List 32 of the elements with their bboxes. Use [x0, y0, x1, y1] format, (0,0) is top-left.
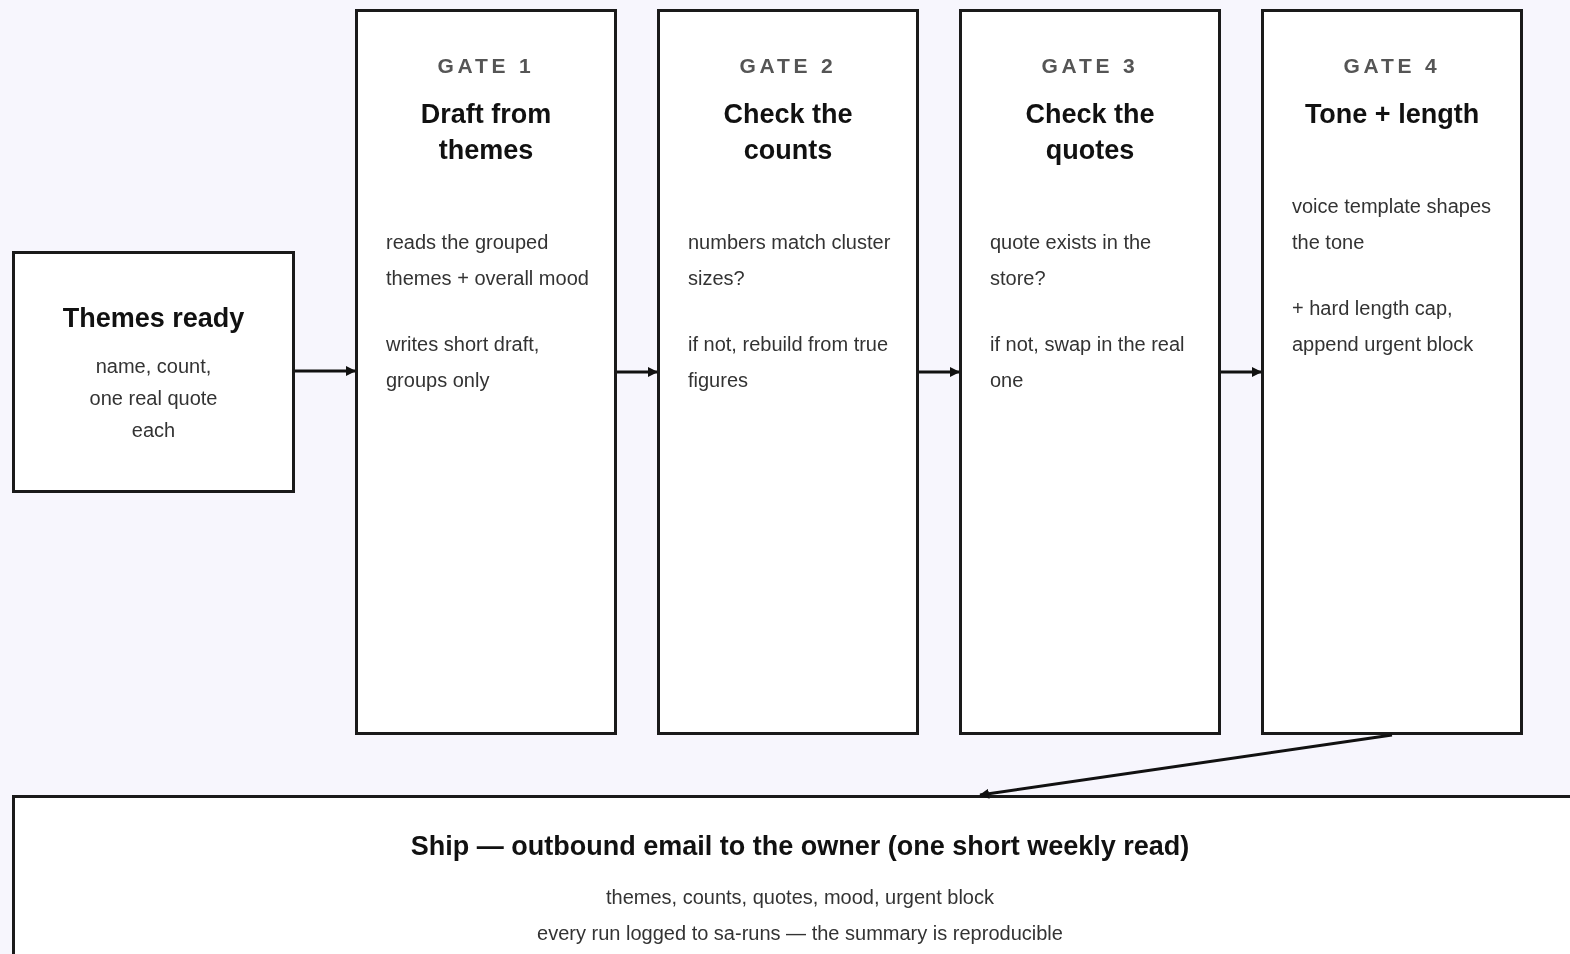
box-description: themes, counts, quotes, mood, urgent block	[606, 884, 994, 910]
arrow	[979, 733, 1393, 799]
gate-number: GATE 4	[1343, 53, 1441, 79]
gate-description: numbers match cluster sizes?	[688, 229, 892, 291]
gate-number: GATE 3	[1041, 53, 1139, 79]
arrow	[1221, 367, 1262, 377]
gate-title: Tone + length	[1303, 97, 1481, 131]
box-description: name, count, one real quote each	[88, 354, 219, 444]
box-title: Ship — outbound email to the owner (one short weekly read)	[410, 830, 1190, 863]
box-title: Themes ready	[62, 301, 245, 335]
gate-box	[355, 9, 617, 735]
arrow	[919, 367, 960, 377]
box-description: every run logged to sa-runs — the summary is reproducible	[537, 920, 1063, 946]
gate-box	[1261, 9, 1523, 735]
ship-box	[12, 795, 1570, 954]
gate-title: Check the quotes	[1024, 97, 1156, 167]
gate-description: reads the grouped themes + overall mood	[386, 229, 590, 291]
gate-box	[959, 9, 1221, 735]
arrow	[617, 367, 658, 377]
gate-number: GATE 1	[437, 53, 535, 79]
gate-number: GATE 2	[739, 53, 837, 79]
arrow	[295, 366, 356, 376]
gate-description: + hard length cap, append urgent block	[1292, 295, 1475, 357]
gate-title: Check the counts	[722, 97, 854, 167]
gate-title: Draft from themes	[419, 97, 553, 167]
gate-description: if not, swap in the real one	[990, 331, 1186, 393]
start-box	[12, 251, 295, 493]
gate-description: quote exists in the store?	[990, 229, 1153, 291]
gate-description: writes short draft, groups only	[386, 331, 541, 393]
gate-description: if not, rebuild from true figures	[688, 331, 890, 393]
gate-box	[657, 9, 919, 735]
gate-description: voice template shapes the tone	[1292, 193, 1492, 255]
